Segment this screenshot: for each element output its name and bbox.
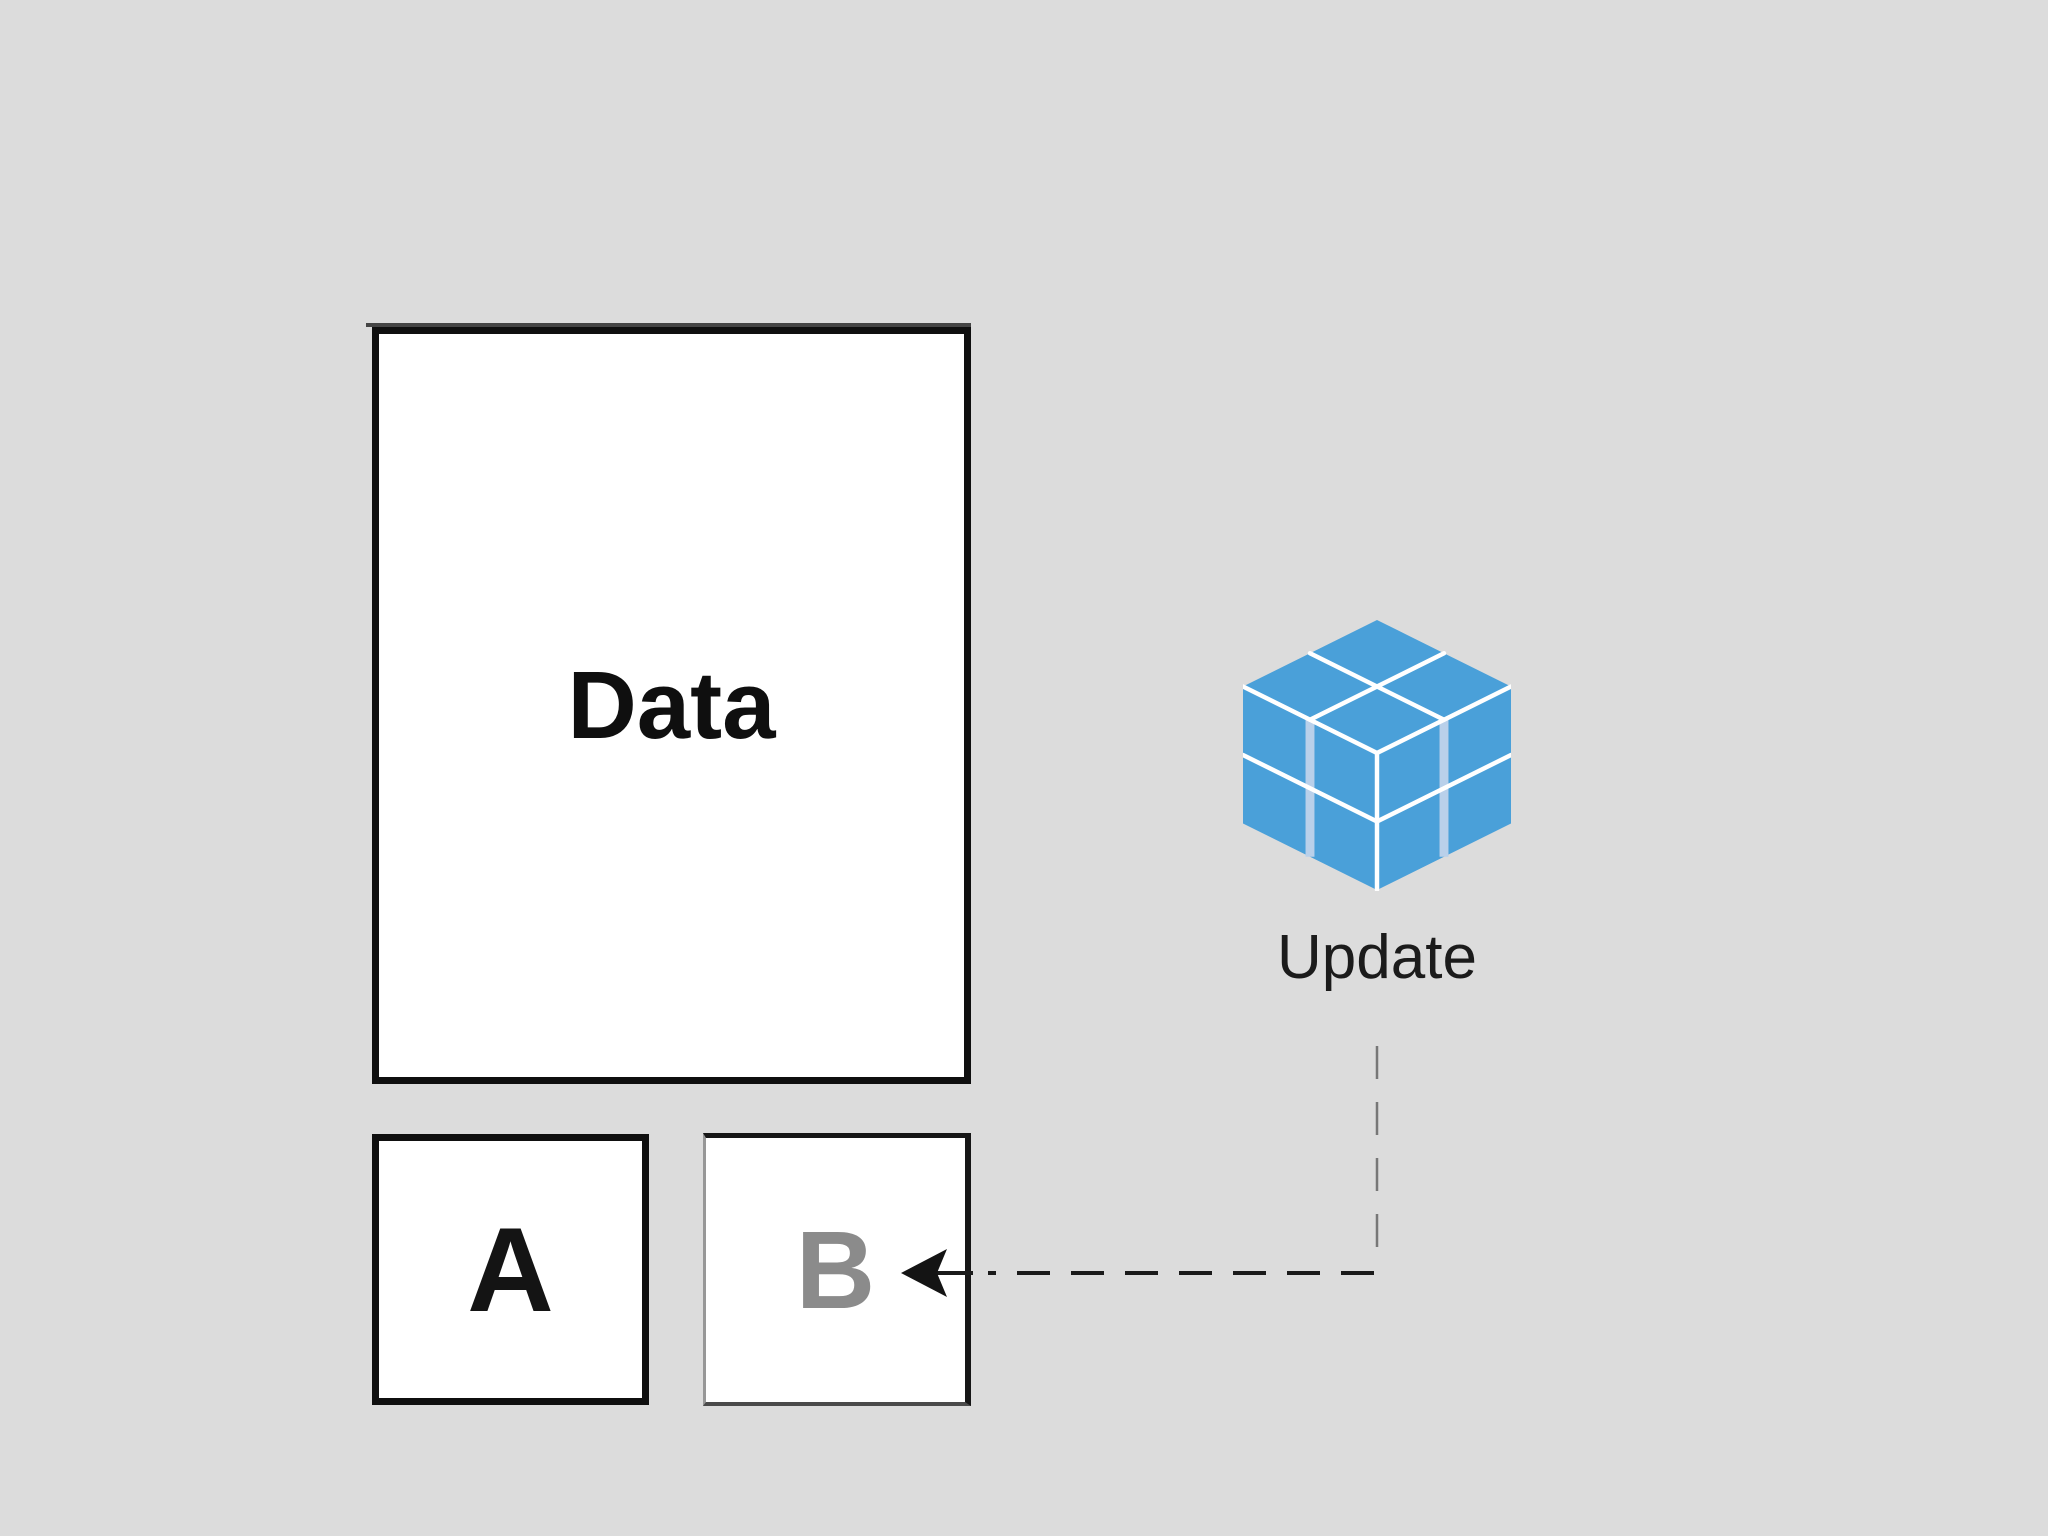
node-b-label: B [795, 1208, 876, 1332]
data-box-label: Data [567, 651, 776, 759]
data-box: Data [366, 323, 971, 1084]
node-b-box: B [703, 1133, 971, 1406]
cube-grid-lines [1243, 651, 1511, 891]
node-a-label: A [467, 1202, 554, 1337]
node-a-box: A [372, 1134, 649, 1405]
update-cube-icon [1243, 620, 1511, 891]
update-label: Update [1277, 923, 1477, 992]
